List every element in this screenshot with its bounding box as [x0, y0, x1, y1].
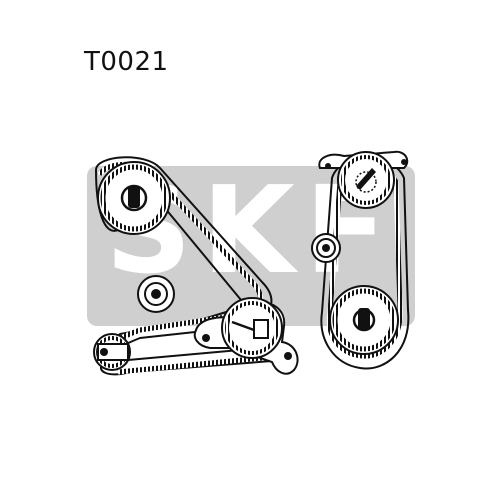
right-top-pulley	[318, 150, 409, 209]
left-idler-roller	[137, 275, 175, 313]
right-bottom-pulley	[329, 285, 399, 355]
top-left-cam-pulley	[97, 161, 171, 235]
left-belt-tensioner	[193, 297, 299, 375]
kit-code-label: T0021	[84, 47, 169, 77]
crankshaft-sprocket	[93, 333, 131, 371]
right-idler-roller	[311, 233, 341, 263]
